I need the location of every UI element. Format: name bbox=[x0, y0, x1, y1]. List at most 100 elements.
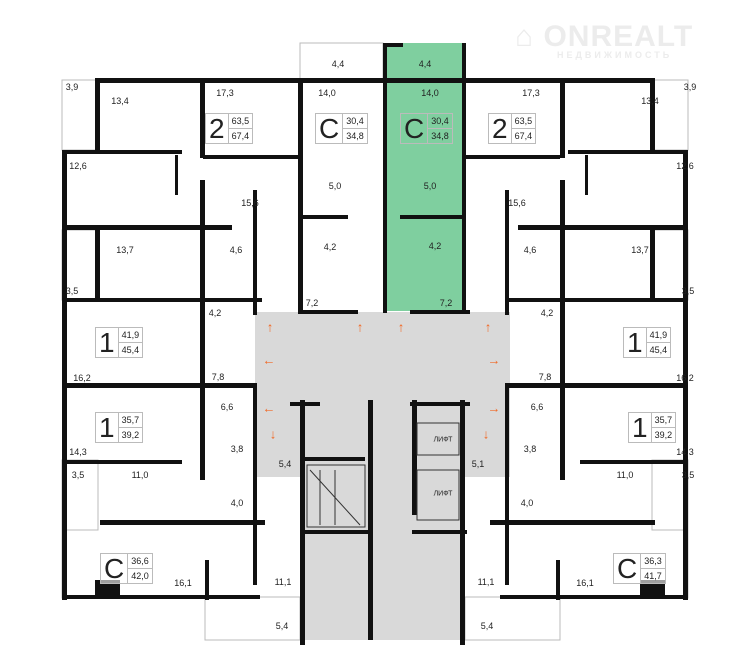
arrow-down-icon: ↓ bbox=[482, 426, 490, 442]
highlighted-unit bbox=[383, 43, 465, 311]
unit-type: 1 bbox=[627, 326, 643, 358]
room-area: 3,5 bbox=[681, 470, 695, 480]
unit-type: 1 bbox=[632, 411, 648, 443]
room-area: 13,4 bbox=[111, 96, 129, 106]
room-area: 11,0 bbox=[616, 470, 634, 480]
room-area: 3,8 bbox=[230, 444, 244, 454]
room-area: 12,6 bbox=[69, 161, 87, 171]
arrow-left-icon: ← bbox=[262, 352, 276, 368]
core bbox=[300, 370, 465, 640]
room-area: 14,0 bbox=[318, 88, 336, 98]
room-area: 16,2 bbox=[73, 373, 91, 383]
room-area: 4,0 bbox=[230, 498, 244, 508]
lift-label: ЛИФТ bbox=[433, 490, 453, 498]
unit-type: С bbox=[404, 112, 425, 144]
room-area: 5,4 bbox=[275, 621, 289, 631]
room-area: 13,4 bbox=[641, 96, 659, 106]
room-area: 16,1 bbox=[174, 578, 192, 588]
total-area: 45,4 bbox=[649, 345, 668, 355]
room-area: 17,3 bbox=[522, 88, 540, 98]
room-area: 11,1 bbox=[477, 577, 495, 587]
room-area: 3,5 bbox=[71, 470, 85, 480]
room-area: 3,9 bbox=[65, 82, 79, 92]
total-area: 67,4 bbox=[514, 131, 533, 141]
living-area: 63,5 bbox=[511, 114, 536, 129]
room-area: 4,4 bbox=[418, 59, 432, 69]
living-area: 41,9 bbox=[118, 328, 143, 343]
lift-label: ЛИФТ bbox=[433, 436, 453, 444]
room-area: 11,0 bbox=[131, 470, 149, 480]
room-area: 3,8 bbox=[523, 444, 537, 454]
room-area: 14,3 bbox=[676, 447, 694, 457]
unit-type: 2 bbox=[492, 112, 508, 144]
room-area: 12,6 bbox=[676, 161, 694, 171]
unit-type: С bbox=[617, 552, 638, 584]
arrow-up-icon: ↑ bbox=[266, 319, 274, 335]
total-area: 39,2 bbox=[121, 430, 140, 440]
total-area: 67,4 bbox=[231, 131, 250, 141]
room-area: 7,2 bbox=[305, 298, 319, 308]
total-area: 41,7 bbox=[644, 571, 662, 581]
living-area: 35,7 bbox=[651, 413, 676, 428]
total-area: 34,8 bbox=[346, 131, 364, 141]
arrow-right-icon: → bbox=[487, 352, 501, 368]
room-area: 5,4 bbox=[480, 621, 494, 631]
living-area: 30,4 bbox=[343, 114, 367, 129]
living-area: 30,4 bbox=[428, 114, 452, 129]
unit-type: С bbox=[319, 112, 340, 144]
unit-type: 1 bbox=[99, 326, 115, 358]
total-area: 39,2 bbox=[654, 430, 673, 440]
room-area: 6,6 bbox=[220, 402, 234, 412]
room-area: 4,2 bbox=[208, 308, 222, 318]
room-area: 4,2 bbox=[540, 308, 554, 318]
room-area: 3,9 bbox=[683, 82, 697, 92]
room-area: 5,4 bbox=[278, 459, 292, 469]
unit-type: С bbox=[104, 552, 125, 584]
unit-type: 1 bbox=[99, 411, 115, 443]
room-area: 16,2 bbox=[676, 373, 694, 383]
room-area: 5,0 bbox=[328, 181, 342, 191]
unit-type: 2 bbox=[209, 112, 225, 144]
room-area: 4,4 bbox=[331, 59, 345, 69]
arrow-left-icon: ← bbox=[262, 400, 276, 416]
room-area: 4,0 bbox=[520, 498, 534, 508]
room-area: 6,6 bbox=[530, 402, 544, 412]
arrow-right-icon: → bbox=[487, 400, 501, 416]
arrow-up-icon: ↑ bbox=[356, 319, 364, 335]
room-area: 5,1 bbox=[471, 459, 485, 469]
room-area: 3,5 bbox=[681, 286, 695, 296]
room-area: 14,0 bbox=[421, 88, 439, 98]
room-area: 7,8 bbox=[211, 372, 225, 382]
room-area: 13,7 bbox=[631, 245, 649, 255]
room-area: 3,5 bbox=[65, 286, 79, 296]
total-area: 42,0 bbox=[131, 571, 149, 581]
arrow-up-icon: ↑ bbox=[484, 319, 492, 335]
room-area: 4,6 bbox=[229, 245, 243, 255]
room-area: 15,6 bbox=[241, 198, 259, 208]
room-area: 4,2 bbox=[428, 241, 442, 251]
arrow-up-icon: ↑ bbox=[397, 319, 405, 335]
room-area: 14,3 bbox=[69, 447, 87, 457]
room-area: 11,1 bbox=[274, 577, 292, 587]
living-area: 35,7 bbox=[118, 413, 143, 428]
room-area: 5,0 bbox=[423, 181, 437, 191]
living-area: 36,3 bbox=[641, 554, 665, 569]
total-area: 34,8 bbox=[431, 131, 449, 141]
room-area: 7,8 bbox=[538, 372, 552, 382]
room-area: 15,6 bbox=[508, 198, 526, 208]
room-area: 4,6 bbox=[523, 245, 537, 255]
living-area: 63,5 bbox=[228, 114, 253, 129]
